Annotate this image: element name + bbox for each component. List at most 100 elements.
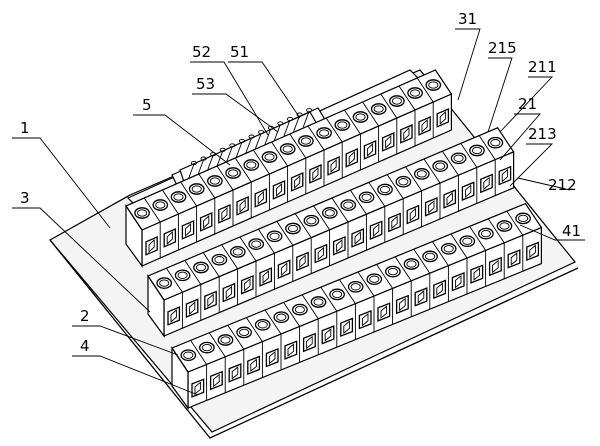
screw-hole <box>496 220 513 232</box>
wire-entry-slot <box>470 264 484 284</box>
connector-pin <box>264 128 272 145</box>
wire-entry-slot <box>167 306 181 326</box>
wire-entry-slot <box>240 274 254 295</box>
wire-entry-slot <box>204 290 217 311</box>
screw-hole <box>403 258 420 270</box>
screw-hole <box>188 183 205 195</box>
wire-entry-slot <box>218 204 231 224</box>
wire-entry-slot <box>228 363 242 383</box>
screw-hole <box>254 318 271 331</box>
label-213: 213 <box>528 125 557 143</box>
connector-pin <box>235 141 243 159</box>
screw-hole <box>156 277 173 289</box>
wire-entry-slot <box>358 309 372 330</box>
screw-hole <box>211 253 228 266</box>
screw-hole <box>285 222 301 235</box>
screw-hole <box>395 175 412 188</box>
screw-hole <box>366 273 383 286</box>
wire-entry-slot <box>185 298 199 318</box>
wire-entry-slot <box>290 172 304 192</box>
wire-entry-slot <box>433 279 447 300</box>
wire-entry-slot <box>247 355 261 376</box>
wire-entry-slot <box>461 181 475 201</box>
wire-entry-slot <box>507 249 521 269</box>
wire-entry-slot <box>480 173 493 194</box>
connector-pin <box>254 133 262 150</box>
screw-hole <box>347 280 364 293</box>
wire-entry-slot <box>309 164 322 184</box>
screw-hole <box>243 159 260 171</box>
connector-pin <box>283 119 291 137</box>
screw-hole <box>370 103 387 115</box>
screw-hole <box>487 136 504 149</box>
screw-hole <box>174 269 191 282</box>
wire-entry-slot <box>340 317 354 338</box>
label-212: 212 <box>548 176 577 194</box>
wire-entry-slot <box>406 204 420 225</box>
screw-hole <box>134 207 150 219</box>
wire-entry-slot <box>296 251 309 272</box>
wire-entry-slot <box>388 212 401 233</box>
screw-hole <box>385 265 401 278</box>
terminal-row <box>125 69 453 268</box>
screw-hole <box>425 79 442 91</box>
wire-entry-slot <box>222 282 236 303</box>
leader-lines <box>12 28 585 396</box>
wire-entry-slot <box>345 148 359 168</box>
wire-entry-slot <box>400 124 413 144</box>
wire-entry-slot <box>451 271 465 292</box>
label-41: 41 <box>562 222 581 240</box>
label-51: 51 <box>230 43 249 61</box>
screw-hole <box>193 261 209 274</box>
wire-entry-slot <box>443 189 457 209</box>
screw-hole <box>273 311 290 324</box>
wire-entry-slot <box>209 370 223 391</box>
label-52: 52 <box>192 43 211 61</box>
wire-entry-slot <box>351 228 365 248</box>
screw-hole <box>225 167 241 179</box>
wire-entry-slot <box>236 196 249 216</box>
screw-hole <box>478 227 494 240</box>
screw-hole <box>170 191 187 203</box>
screw-hole <box>377 183 393 196</box>
label-3: 3 <box>20 189 30 207</box>
screw-hole <box>352 111 369 123</box>
screw-hole <box>321 207 338 219</box>
screw-hole <box>292 303 308 316</box>
wire-entry-slot <box>436 108 450 128</box>
wire-entry-slot <box>259 267 273 287</box>
terminal-row <box>171 202 543 410</box>
wire-entry-slot <box>327 156 340 176</box>
screw-hole <box>152 199 169 211</box>
screw-hole <box>298 135 314 147</box>
screw-hole <box>316 127 332 139</box>
wire-entry-slot <box>418 116 431 136</box>
wire-entry-slot <box>424 196 438 217</box>
connector-pin <box>245 137 253 154</box>
screw-hole <box>303 214 320 227</box>
connector-pin <box>302 111 310 128</box>
screw-hole <box>389 95 405 107</box>
screw-hole <box>515 212 531 225</box>
wire-entry-slot <box>254 188 268 208</box>
screw-hole <box>459 235 476 248</box>
screw-hole <box>413 168 430 180</box>
part-labels: 31 215 211 21 213 212 41 52 51 5 53 1 3 … <box>20 10 581 355</box>
screw-hole <box>407 87 423 99</box>
label-53: 53 <box>196 75 215 93</box>
wire-entry-slot <box>145 236 158 256</box>
screw-hole <box>358 191 375 204</box>
wire-entry-slot <box>265 347 279 368</box>
wire-entry-slot <box>526 241 540 262</box>
label-31: 31 <box>458 10 477 28</box>
wire-entry-slot <box>332 235 346 256</box>
screw-hole <box>440 242 457 255</box>
wire-entry-slot <box>277 259 291 279</box>
wire-entry-slot <box>321 325 335 345</box>
screw-hole <box>279 143 296 155</box>
wire-entry-slot <box>272 180 286 200</box>
wire-entry-slot <box>488 256 502 277</box>
screw-hole <box>334 119 351 131</box>
wire-entry-slot <box>395 294 409 315</box>
